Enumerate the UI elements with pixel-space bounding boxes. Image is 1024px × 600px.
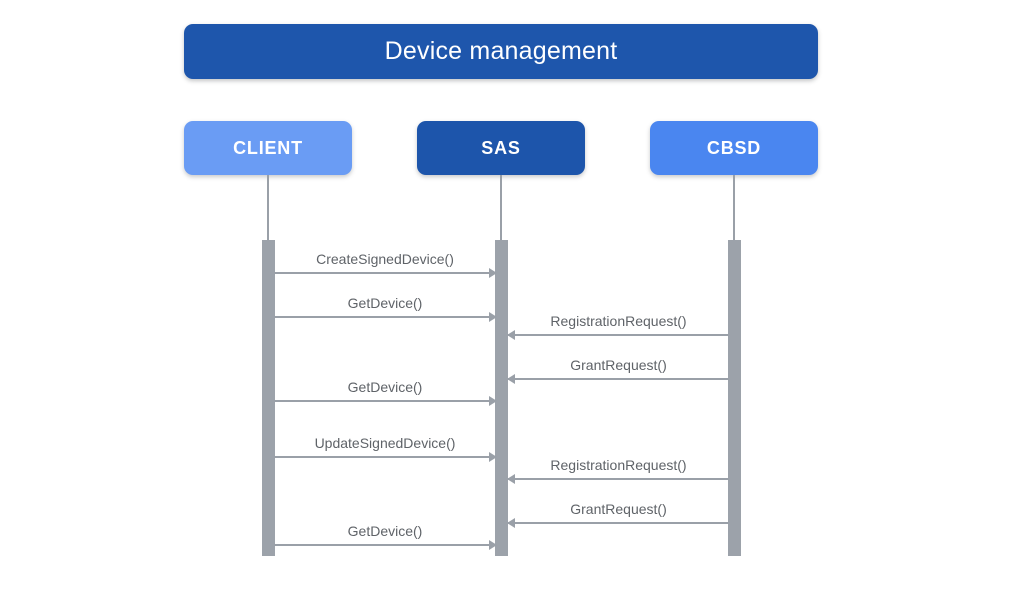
arrow-head-right-icon <box>489 452 497 462</box>
message-line <box>274 272 496 274</box>
message-arrow[interactable]: GrantRequest() <box>507 501 729 528</box>
message-label: UpdateSignedDevice() <box>314 435 456 451</box>
message-arrow[interactable]: GetDevice() <box>274 379 497 406</box>
message-arrow[interactable]: RegistrationRequest() <box>507 457 729 484</box>
arrow-head-left-icon <box>507 474 515 484</box>
message-line <box>508 334 729 336</box>
message-label: GetDevice() <box>347 523 423 539</box>
message-arrow[interactable]: CreateSignedDevice() <box>274 251 497 278</box>
message-label: GetDevice() <box>347 295 423 311</box>
message-label: CreateSignedDevice() <box>316 251 454 267</box>
activation-bar-sas <box>495 240 508 556</box>
message-arrow[interactable]: UpdateSignedDevice() <box>274 435 497 462</box>
participant-client[interactable]: CLIENT <box>184 121 352 175</box>
arrow-head-right-icon <box>489 268 497 278</box>
message-label: GrantRequest() <box>570 501 667 517</box>
participant-sas[interactable]: SAS <box>417 121 585 175</box>
participant-cbsd[interactable]: CBSD <box>650 121 818 175</box>
activation-bar-client <box>262 240 275 556</box>
diagram-title-bar: Device management <box>184 24 818 79</box>
arrow-head-right-icon <box>489 312 497 322</box>
message-line <box>508 478 729 480</box>
message-arrow[interactable]: GetDevice() <box>274 523 497 550</box>
message-line <box>274 544 496 546</box>
participant-label-sas: SAS <box>481 137 521 158</box>
message-line <box>508 378 729 380</box>
activation-bar-cbsd <box>728 240 741 556</box>
message-line <box>508 522 729 524</box>
message-line <box>274 316 496 318</box>
arrow-head-left-icon <box>507 374 515 384</box>
arrow-head-left-icon <box>507 518 515 528</box>
arrow-head-left-icon <box>507 330 515 340</box>
message-line <box>274 400 496 402</box>
message-label: RegistrationRequest() <box>550 313 687 329</box>
page-title: Device management <box>384 37 618 65</box>
participant-label-client: CLIENT <box>233 137 303 158</box>
arrow-head-right-icon <box>489 396 497 406</box>
arrow-head-right-icon <box>489 540 497 550</box>
message-arrow[interactable]: RegistrationRequest() <box>507 313 729 340</box>
message-label: GrantRequest() <box>570 357 667 373</box>
message-arrow[interactable]: GrantRequest() <box>507 357 729 384</box>
message-label: GetDevice() <box>347 379 423 395</box>
participant-label-cbsd: CBSD <box>706 137 762 158</box>
message-line <box>274 456 496 458</box>
message-arrow[interactable]: GetDevice() <box>274 295 497 322</box>
message-label: RegistrationRequest() <box>550 457 687 473</box>
